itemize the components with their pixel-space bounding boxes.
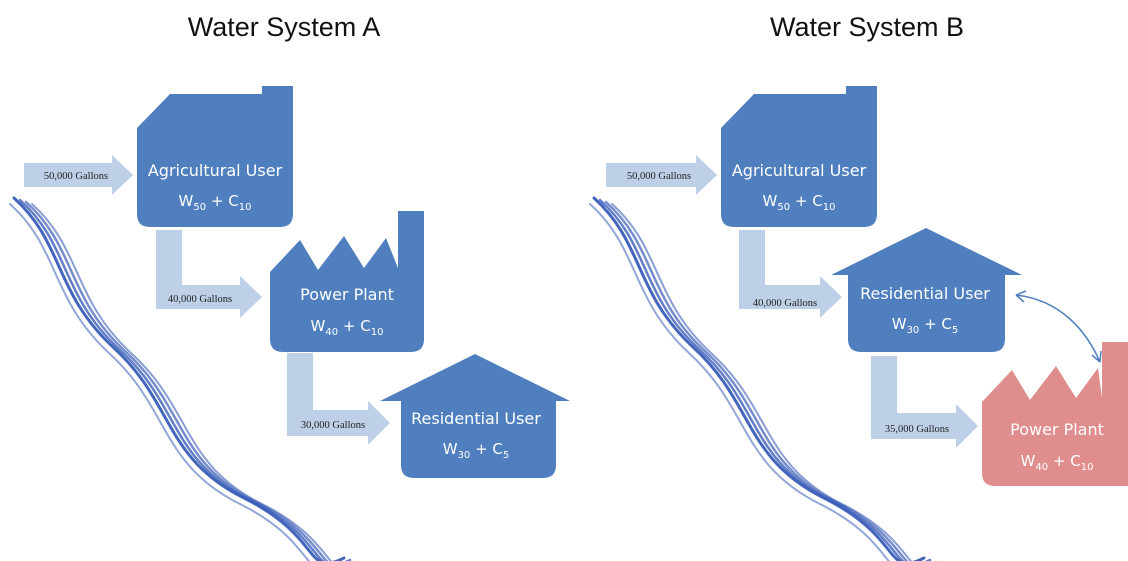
node-agricultural-user-a: Agricultural User W50 + C10 [137,86,293,227]
system-b-title: Water System B [770,12,964,42]
node-name: Agricultural User [148,161,283,180]
flow-label-a-2: 40,000 Gallons [168,294,232,305]
sawtooth-factory-icon [982,342,1128,486]
flow-arrow-b-1 [606,155,717,195]
factory-chimney-icon [137,86,293,227]
flow-arrow-b-2 [739,230,842,318]
flow-label-b-2: 40,000 Gallons [753,298,817,309]
flow-label-b-3: 35,000 Gallons [885,424,949,435]
flow-arrow-a-1 [24,155,133,195]
node-name: Agricultural User [732,161,867,180]
node-name: Residential User [860,284,990,303]
node-name: Residential User [411,409,541,428]
flow-arrow-a-2 [156,230,262,318]
flow-label-a-3: 30,000 Gallons [301,420,365,431]
node-power-plant-a: Power Plant W40 + C10 [270,211,424,352]
node-formula: W30 + C5 [892,315,959,336]
factory-chimney-icon [721,86,877,227]
node-formula: W50 + C10 [763,192,836,213]
flow-label-a-1: 50,000 Gallons [44,171,108,182]
node-formula: W30 + C5 [443,440,510,461]
flow-arrow-a-3 [287,353,390,445]
node-formula: W40 + C10 [311,317,384,338]
sawtooth-factory-icon [270,211,424,352]
node-name: Power Plant [300,285,394,304]
node-formula: W40 + C10 [1021,452,1094,473]
flow-arrow-b-3 [871,356,978,448]
node-agricultural-user-b: Agricultural User W50 + C10 [721,86,877,227]
system-a-title: Water System A [188,12,381,42]
node-formula: W50 + C10 [179,192,252,213]
house-icon [831,228,1022,352]
node-residential-user-b: Residential User W30 + C5 [831,228,1022,352]
node-residential-user-a: Residential User W30 + C5 [380,354,570,478]
swap-double-arrow-icon [1015,290,1102,363]
house-icon [380,354,570,478]
node-power-plant-b: Power Plant W40 + C10 [982,342,1128,486]
node-name: Power Plant [1010,420,1104,439]
flow-label-b-1: 50,000 Gallons [627,171,691,182]
